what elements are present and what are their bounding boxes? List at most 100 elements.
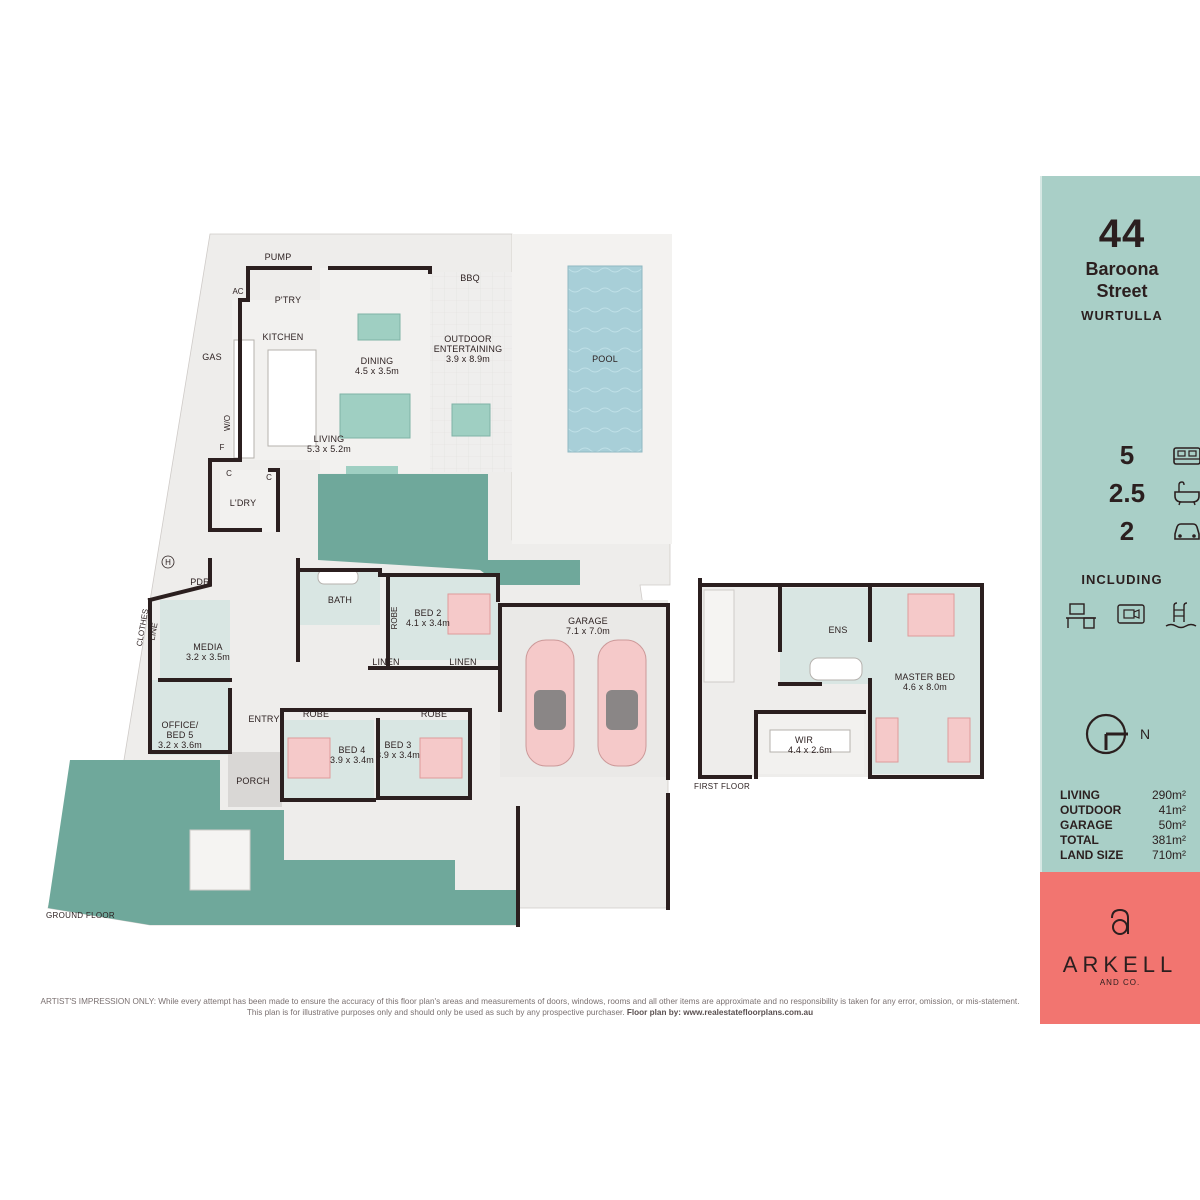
label-bed2: BED 2 xyxy=(414,608,441,618)
media-room xyxy=(160,600,230,680)
label-garage-size: 7.1 x 7.0m xyxy=(566,626,610,636)
disclaimer-text: ARTIST'S IMPRESSION ONLY: While every at… xyxy=(40,997,1020,1017)
info-sidebar: 44 Baroona Street WURTULLA 5 2.5 2 xyxy=(1040,176,1200,1024)
front-lawn xyxy=(48,760,520,925)
label-robe2: ROBE xyxy=(421,709,447,719)
label-outdoor-size: 3.9 x 8.9m xyxy=(446,354,490,364)
label-entry: ENTRY xyxy=(248,714,279,724)
label-ground-floor: GROUND FLOOR xyxy=(46,911,115,920)
label-h: H xyxy=(165,558,171,567)
master-bed xyxy=(907,593,955,637)
pool-icon xyxy=(1165,602,1197,629)
area-label: TOTAL xyxy=(1060,833,1099,847)
disclaimer: ARTIST'S IMPRESSION ONLY: While every at… xyxy=(40,996,1020,1018)
car-icon xyxy=(1174,523,1200,540)
label-bed2-size: 4.1 x 3.4m xyxy=(406,618,450,628)
label-pdr: PDR xyxy=(190,577,210,587)
suburb: WURTULLA xyxy=(1081,308,1163,323)
area-value: 290m² xyxy=(1151,788,1186,802)
area-row-outdoor: OUTDOOR 41m² xyxy=(1060,803,1186,818)
label-garage: GARAGE xyxy=(568,616,608,626)
label-bed3-size: 3.9 x 3.4m xyxy=(376,750,420,760)
area-value: 41m² xyxy=(1158,803,1186,817)
car-count: 2 xyxy=(1119,516,1135,546)
master-wir-bench xyxy=(769,729,851,753)
dining-table xyxy=(357,313,401,341)
area-row-living: LIVING 290m² xyxy=(1060,788,1186,803)
label-gas: GAS xyxy=(202,352,222,362)
bathrooms-count: 2.5 xyxy=(1108,478,1146,508)
label-media-size: 3.2 x 3.5m xyxy=(186,652,230,662)
outdoor-entertaining xyxy=(430,272,512,472)
street-name: Baroona Street xyxy=(1085,259,1159,301)
bath-icon xyxy=(1174,481,1200,506)
label-bed3: BED 3 xyxy=(384,740,411,750)
stat-bathrooms: 2.5 xyxy=(1092,478,1200,508)
including-heading: INCLUDING xyxy=(1081,572,1163,587)
label-wir: WIR xyxy=(795,735,813,745)
pool xyxy=(567,265,643,453)
bathtub xyxy=(317,569,359,585)
label-robe-v: ROBE xyxy=(390,607,399,630)
courtyard xyxy=(318,474,580,585)
street-number: 44 xyxy=(1098,212,1146,256)
media-icon xyxy=(1117,604,1145,624)
dining-room xyxy=(320,268,430,473)
stat-carspaces: 2 xyxy=(1092,516,1200,546)
stairs-first xyxy=(703,589,735,683)
label-living: LIVING xyxy=(314,434,345,444)
label-linen1: LINEN xyxy=(372,657,400,667)
label-entertaining: ENTERTAINING xyxy=(434,344,503,354)
porch-area xyxy=(228,752,282,807)
brand-name: ARKELL xyxy=(1062,952,1178,977)
bed2-bed xyxy=(447,593,491,635)
label-wo: W/O xyxy=(223,415,232,431)
label-first-floor: FIRST FLOOR xyxy=(694,782,750,791)
label-bath: BATH xyxy=(328,595,352,605)
ensuite-bath xyxy=(809,657,863,681)
label-dining-size: 4.5 x 3.5m xyxy=(355,366,399,376)
label-porch: PORCH xyxy=(236,776,270,786)
bedrooms-count: 5 xyxy=(1119,440,1135,470)
label-pool: POOL xyxy=(592,354,618,364)
area-row-total: TOTAL 381m² xyxy=(1060,833,1186,848)
label-c1: C xyxy=(226,469,232,478)
label-master: MASTER BED xyxy=(895,672,956,682)
disclaimer-credit: Floor plan by: www.realestatefloorplans.… xyxy=(626,1008,814,1017)
brand-panel: ARKELL AND CO. xyxy=(1040,872,1200,1024)
office-icon xyxy=(1066,603,1096,629)
tv-unit xyxy=(346,466,398,474)
label-f: F xyxy=(220,443,225,452)
area-value: 381m² xyxy=(1151,833,1186,847)
bed-icon xyxy=(1173,447,1200,465)
label-living-size: 5.3 x 5.2m xyxy=(307,444,351,454)
bed3-bed xyxy=(419,737,463,779)
brand-subtitle: AND CO. xyxy=(1099,978,1141,987)
walls xyxy=(147,266,702,927)
floor-plan: PUMP AC P'TRY KITCHEN GAS W/O F BBQ OUTD… xyxy=(46,233,984,927)
first-floor: ENS MASTER BED 4.6 x 8.0m WIR 4.4 x 2.6m… xyxy=(694,583,984,791)
first-floor-walls xyxy=(698,583,984,779)
ground-floor: PUMP AC P'TRY KITCHEN GAS W/O F BBQ OUTD… xyxy=(46,233,702,927)
area-label: OUTDOOR xyxy=(1060,803,1122,817)
label-outdoor: OUTDOOR xyxy=(444,334,492,344)
area-label: LIVING xyxy=(1060,788,1101,802)
label-ptry: P'TRY xyxy=(275,295,302,305)
stat-bedrooms: 5 xyxy=(1092,440,1200,470)
lounge-1 xyxy=(875,717,899,763)
label-master-size: 4.6 x 8.0m xyxy=(903,682,947,692)
label-bed4-size: 3.9 x 3.4m xyxy=(330,755,374,765)
area-label: GARAGE xyxy=(1060,818,1113,832)
label-wir-size: 4.4 x 2.6m xyxy=(788,745,832,755)
label-office-size: 3.2 x 3.6m xyxy=(158,740,202,750)
brand-logo-icon xyxy=(1111,908,1129,935)
kitchen-island xyxy=(267,349,317,447)
area-label: LAND SIZE xyxy=(1060,848,1124,862)
label-ens: ENS xyxy=(828,625,847,635)
label-bed5: BED 5 xyxy=(166,730,193,740)
laundry-room xyxy=(220,470,276,532)
bed4-bed xyxy=(287,737,331,779)
label-c2: C xyxy=(266,473,272,482)
